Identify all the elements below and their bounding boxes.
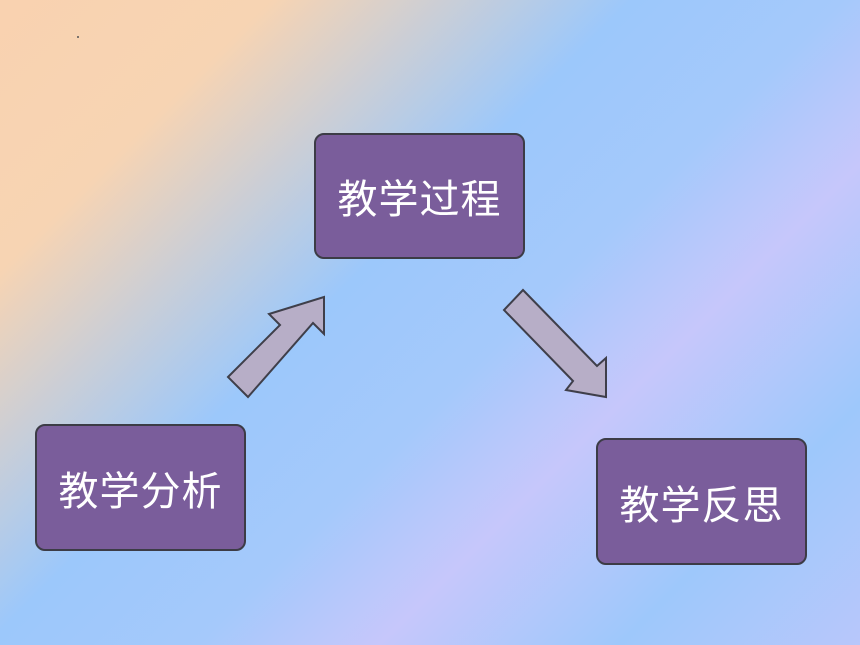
arrow-analysis-to-process bbox=[226, 295, 325, 399]
arrow-process-to-reflection bbox=[502, 288, 607, 399]
stray-dot bbox=[77, 36, 79, 38]
node-teaching-process[interactable]: 教学过程 bbox=[314, 133, 525, 259]
node-teaching-analysis[interactable]: 教学分析 bbox=[35, 424, 246, 551]
node-teaching-reflection[interactable]: 教学反思 bbox=[596, 438, 807, 565]
